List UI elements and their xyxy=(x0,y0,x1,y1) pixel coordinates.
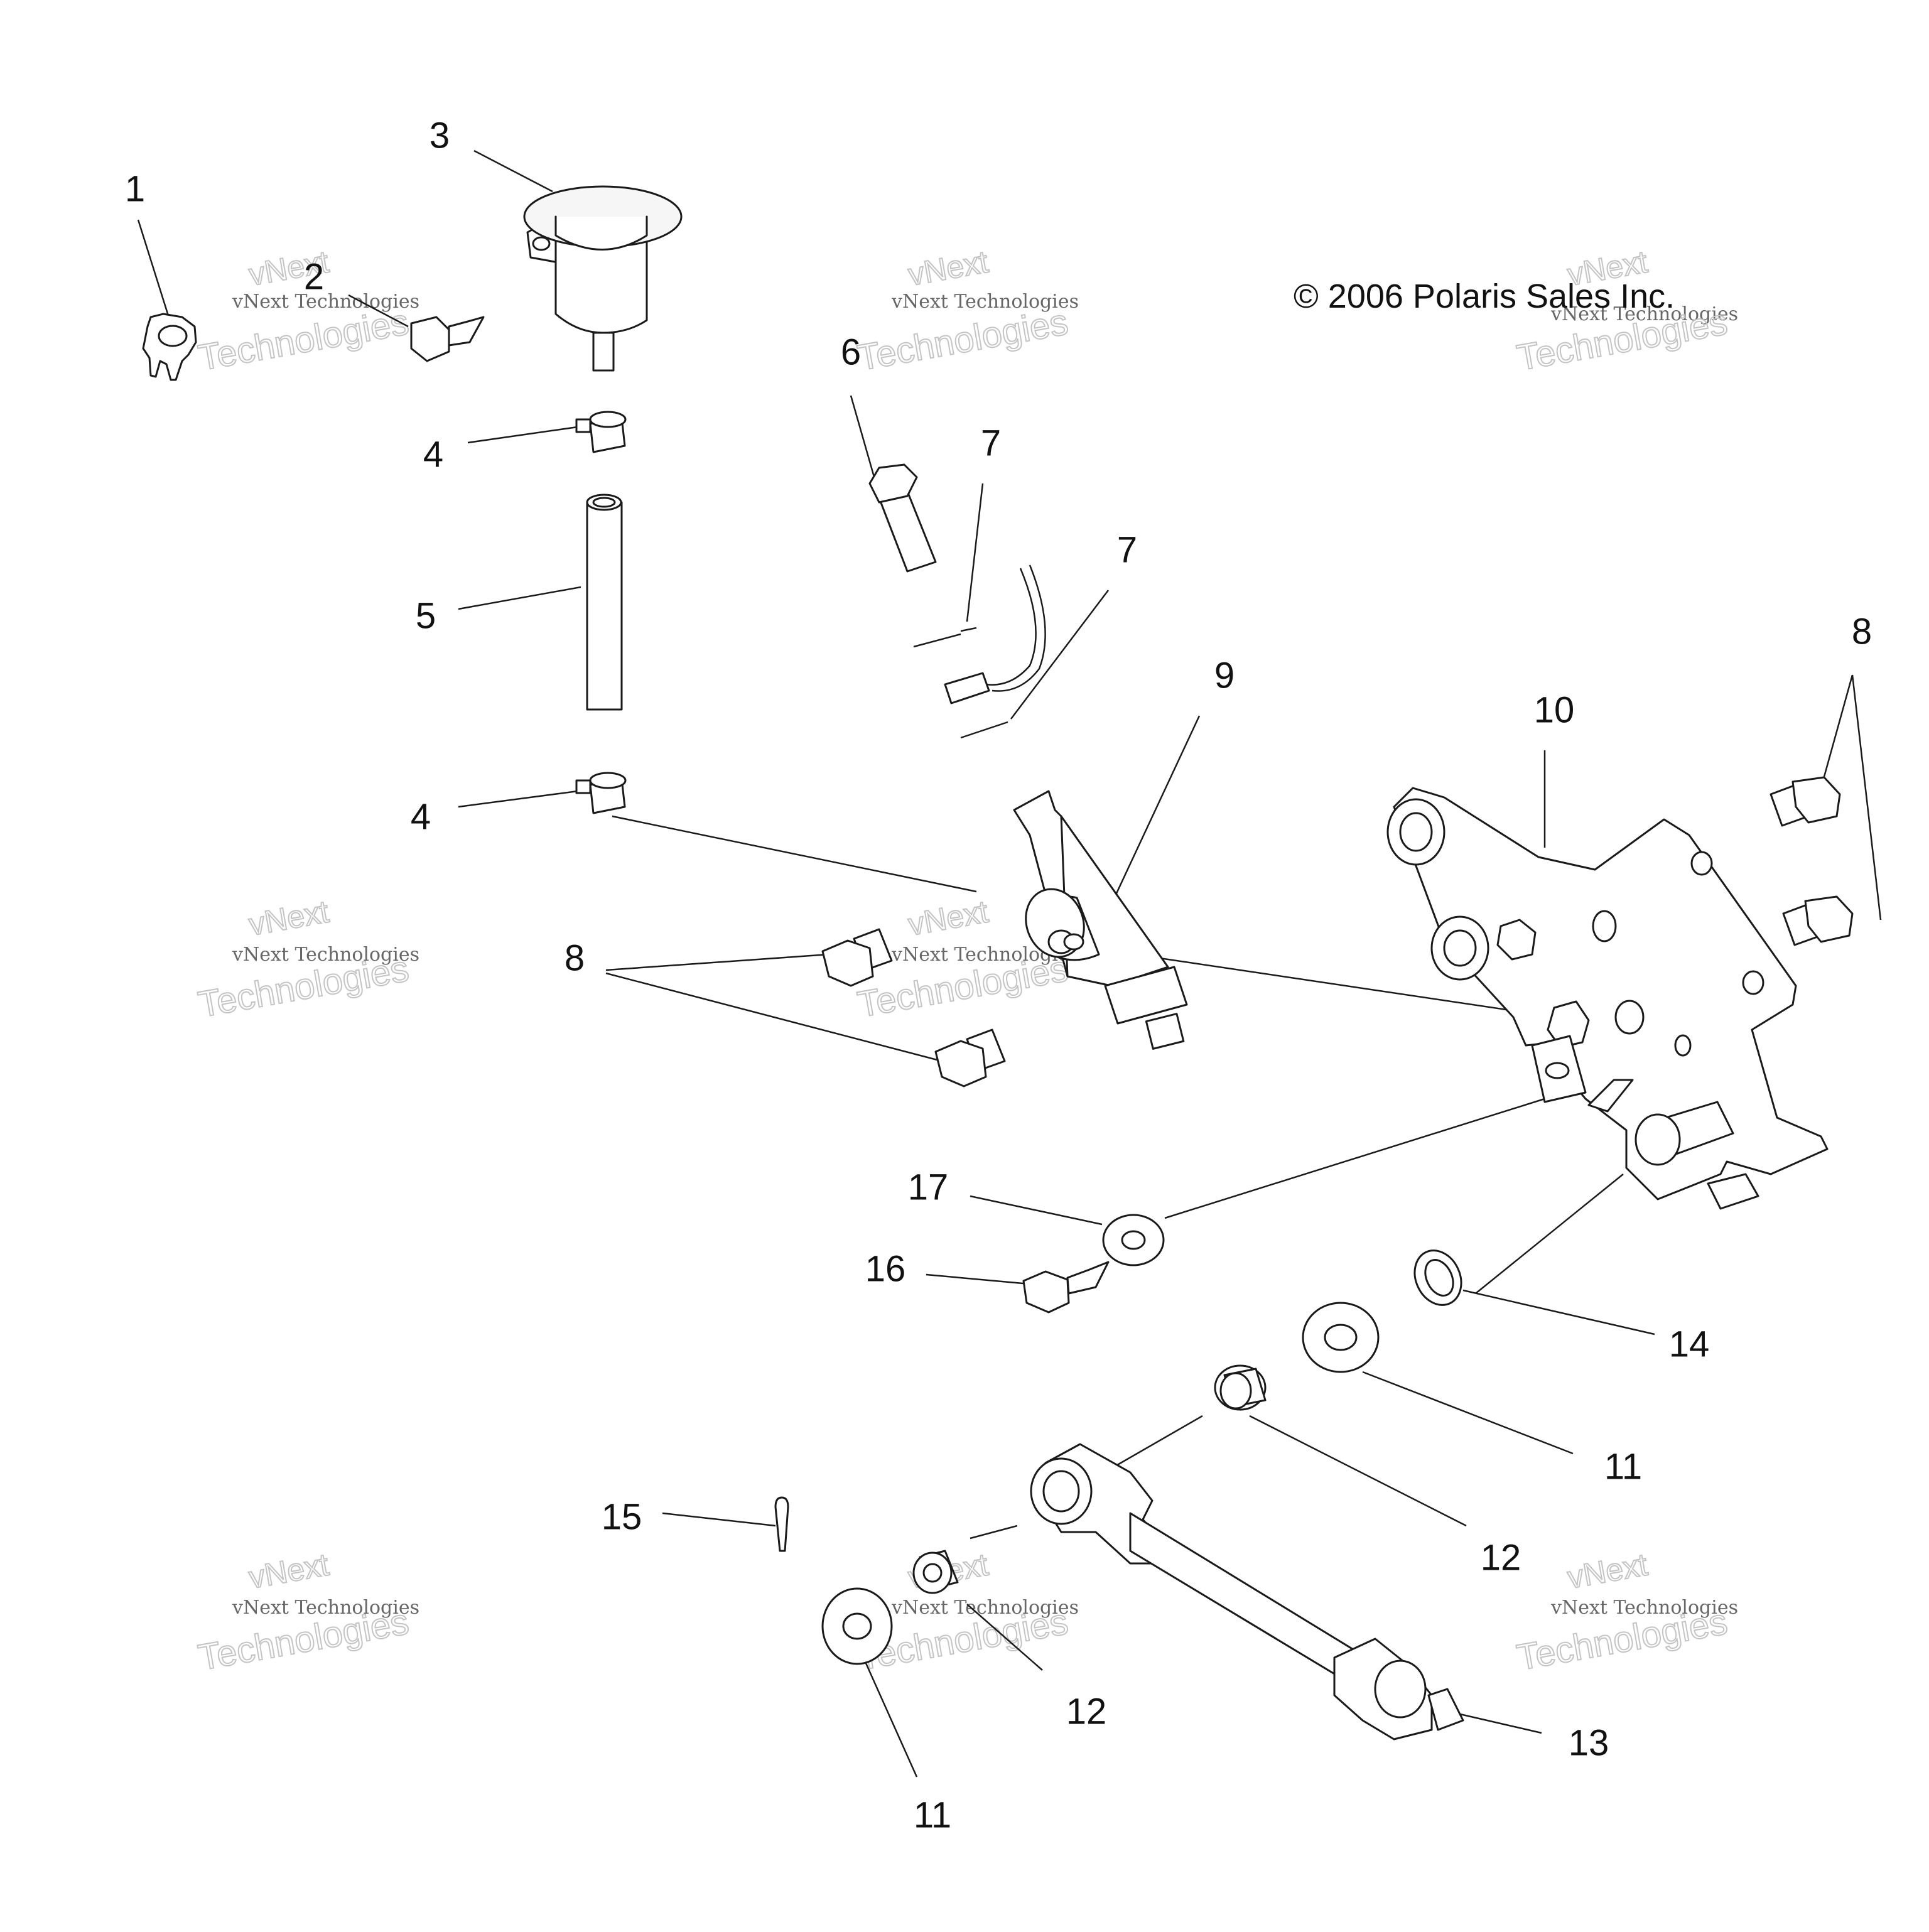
callout-1: 1 xyxy=(125,168,145,209)
leader-8b1 xyxy=(605,953,829,971)
leader-12b xyxy=(966,1604,1043,1671)
leader-lines xyxy=(137,149,1882,1778)
leader-1 xyxy=(137,219,174,330)
leader-3 xyxy=(473,149,553,193)
leader-7b xyxy=(1010,590,1109,720)
callout-11a: 11 xyxy=(1604,1446,1642,1487)
watermark-text-main: vNext Technologies xyxy=(1550,1597,1738,1619)
callout-13: 13 xyxy=(1569,1722,1609,1763)
leader-4a xyxy=(467,426,578,444)
part-3-reservoir xyxy=(523,185,683,372)
part-14-clip xyxy=(1413,1249,1462,1306)
leader-5 xyxy=(458,586,581,610)
leader-6 xyxy=(850,395,877,484)
callout-8a: 8 xyxy=(1852,611,1872,652)
watermark-text-main: vNext Technologies xyxy=(891,291,1079,313)
part-8a-bolts xyxy=(1770,776,1854,946)
leader-11a xyxy=(1362,1371,1574,1455)
part-1-clip xyxy=(142,313,197,381)
leader-4b xyxy=(458,790,578,808)
leader-8b2 xyxy=(605,972,943,1062)
callout-12a: 12 xyxy=(1481,1537,1521,1578)
callout-9: 9 xyxy=(1214,655,1235,696)
part-6-fitting xyxy=(868,463,937,573)
watermark-text-main: vNext Technologies xyxy=(232,291,419,313)
leader-7a xyxy=(966,483,984,622)
leader-8a1 xyxy=(1820,674,1854,789)
leader-17 xyxy=(970,1195,1103,1226)
watermark-text-vnext: vNext xyxy=(246,893,332,942)
callout-3: 3 xyxy=(430,115,450,156)
watermark-text-vnext: vNext xyxy=(905,893,991,942)
callout-labels: 1 2 3 4 4 5 6 7 7 8 8 9 10 11 11 12 12 1… xyxy=(125,115,1872,1835)
leader-14 xyxy=(1462,1289,1655,1336)
leader-11b xyxy=(862,1657,918,1778)
callout-7a: 7 xyxy=(981,423,1001,463)
part-8b-bolts xyxy=(821,928,1006,1087)
leader-12b-shaft xyxy=(970,1525,1018,1540)
watermark-text-vnext: vNext xyxy=(1565,1546,1650,1595)
part-12b-bushing xyxy=(912,1550,959,1594)
callout-11b: 11 xyxy=(914,1794,951,1835)
leader-9-bracket xyxy=(1155,956,1558,1018)
watermark-text-main: vNext Technologies xyxy=(891,1597,1079,1619)
callout-7b: 7 xyxy=(1117,529,1137,570)
watermark-text-main: vNext Technologies xyxy=(232,944,419,966)
callout-4a: 4 xyxy=(423,434,443,475)
watermark-mid-left: vNext vNext Technologies Technologies xyxy=(195,893,419,1025)
part-16-bolt xyxy=(1022,1261,1110,1314)
part-9-master-cylinder xyxy=(1013,790,1188,1050)
callout-2: 2 xyxy=(304,256,324,297)
callout-12b: 12 xyxy=(1066,1691,1107,1732)
callout-10: 10 xyxy=(1534,689,1575,730)
watermark-text-main: vNext Technologies xyxy=(232,1597,419,1619)
watermark-bottom-right: vNext vNext Technologies Technologies xyxy=(1513,1546,1738,1678)
watermark-text-vnext: vNext xyxy=(905,244,991,292)
leader-17-bracket xyxy=(1164,1098,1545,1219)
leader-12a xyxy=(1249,1415,1467,1527)
callout-15: 15 xyxy=(602,1496,642,1537)
part-15-cotter-pin xyxy=(774,1496,789,1552)
part-2-screw xyxy=(410,316,485,362)
leader-8a2 xyxy=(1851,674,1882,920)
leader-2 xyxy=(348,294,409,328)
part-10-bracket xyxy=(1386,787,1829,1210)
leader-9 xyxy=(1110,715,1201,905)
leader-13 xyxy=(1459,1713,1542,1734)
part-13-pedal-arm xyxy=(1030,1443,1464,1740)
part-12a-bushing xyxy=(1214,1364,1267,1411)
leader-14-bracket xyxy=(1475,1174,1624,1294)
part-11b-washer xyxy=(821,1587,893,1665)
watermark-text-tech: Technologies xyxy=(855,301,1071,379)
watermark-top-center: vNext vNext Technologies Technologies xyxy=(854,243,1079,379)
leader-16 xyxy=(926,1273,1030,1285)
callout-17: 17 xyxy=(908,1167,949,1207)
leader-9-fix xyxy=(612,815,977,893)
callout-4b: 4 xyxy=(411,796,431,837)
part-17-washer xyxy=(1102,1214,1165,1266)
part-11a-washer xyxy=(1302,1302,1380,1373)
part-4b-clamp xyxy=(575,772,627,814)
part-7-wires xyxy=(913,564,1046,739)
part-4a-clamp xyxy=(575,411,627,453)
watermark-bottom-left: vNext vNext Technologies Technologies xyxy=(195,1546,419,1678)
callout-6: 6 xyxy=(841,332,861,372)
watermark-text-vnext: vNext xyxy=(246,1546,332,1595)
watermark-text-tech: Technologies xyxy=(195,301,412,379)
callout-14: 14 xyxy=(1669,1324,1710,1364)
callout-5: 5 xyxy=(416,595,436,636)
callout-16: 16 xyxy=(865,1248,906,1289)
copyright-notice: © 2006 Polaris Sales Inc. xyxy=(1294,278,1675,315)
leader-15 xyxy=(662,1512,776,1527)
callout-8b: 8 xyxy=(565,937,585,978)
part-5-hose xyxy=(586,494,623,711)
watermark-text-main: vNext Technologies xyxy=(1550,303,1738,325)
